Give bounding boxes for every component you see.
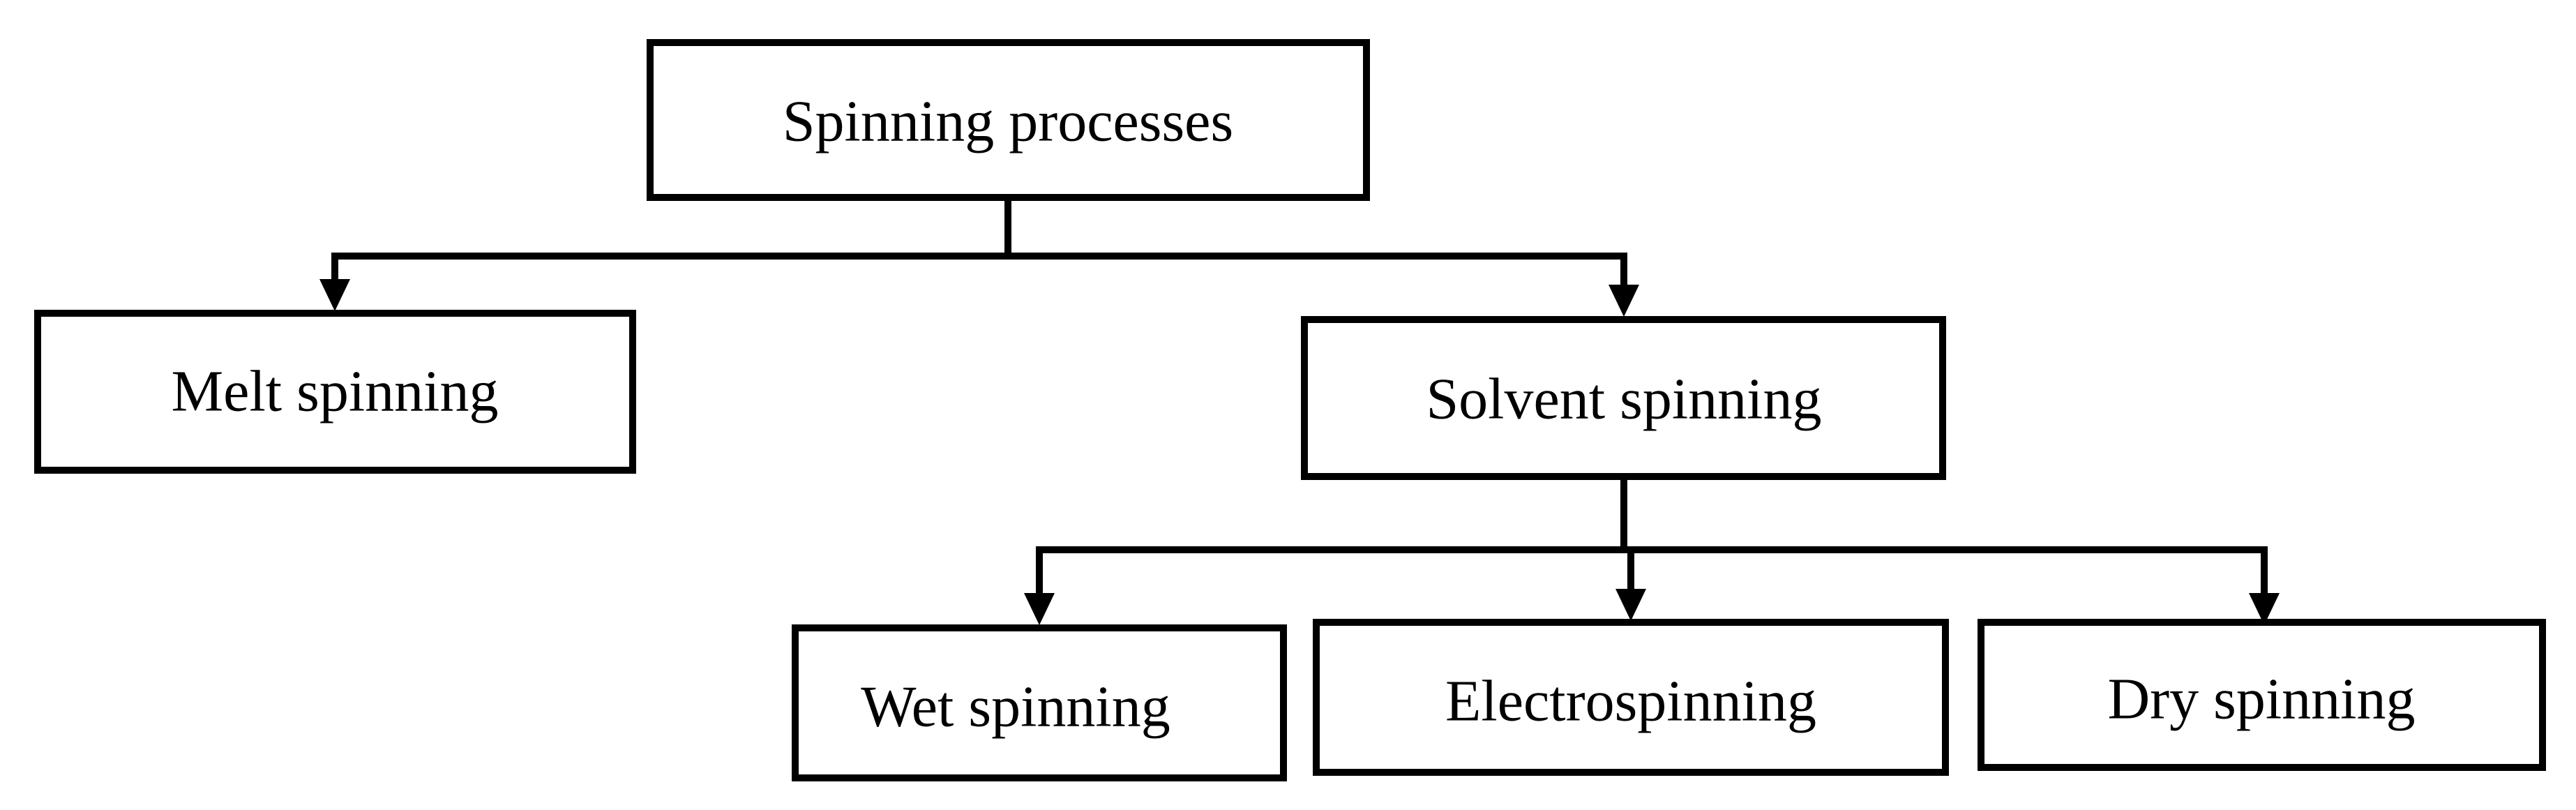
arrowhead-solvent [1609,285,1639,317]
solvent-connectors [1024,477,2280,625]
node-box-solvent [1301,316,1946,480]
node-label-electro: Electrospinning [1445,669,1816,734]
arrowhead-wet [1024,593,1055,625]
arrowhead-melt [319,279,350,311]
node-label-wet: Wet spinning [861,675,1170,740]
node-label-root: Spinning processes [783,89,1233,154]
node-solvent-spinning: Solvent spinning [1301,316,1946,480]
node-box-root [647,39,1370,201]
edge-solvent-to-wet [1036,546,1624,597]
node-wet-spinning: Wet spinning [792,624,1287,781]
edge-root-to-melt [331,253,1008,283]
edge-root-to-solvent [1008,253,1627,287]
node-spinning-processes: Spinning processes [647,39,1370,201]
node-label-melt: Melt spinning [171,359,498,424]
root-connectors [319,197,1639,317]
node-dry-spinning: Dry spinning [1978,619,2546,771]
node-box-electro [1313,619,1949,776]
node-box-dry [1978,619,2546,771]
arrowhead-electro [1615,589,1646,621]
node-box-melt [34,310,636,474]
node-box-wet [792,624,1287,781]
node-melt-spinning: Melt spinning [34,310,636,474]
edge-solvent-to-dry [1624,546,2268,597]
node-label-dry: Dry spinning [2108,667,2416,732]
node-label-solvent: Solvent spinning [1426,367,1821,432]
arrowhead-dry [2249,593,2280,625]
node-electrospinning: Electrospinning [1313,619,1949,776]
